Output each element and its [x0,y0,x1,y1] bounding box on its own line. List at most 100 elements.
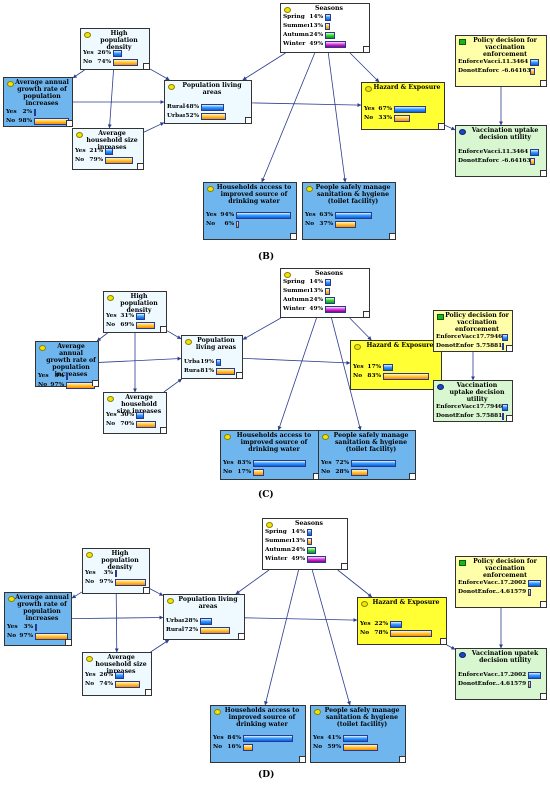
state-row[interactable]: EnforceVacci...11.3464 [456,148,546,157]
resize-corner-icon[interactable] [66,120,72,126]
resize-corner-icon[interactable] [363,311,369,317]
resize-corner-icon[interactable] [137,163,143,169]
state-row[interactable]: Rural81% [182,367,242,376]
node-agr[interactable]: Average annual growth rate of population… [4,592,72,646]
node-agr[interactable]: Average annual growth rate of population… [35,341,99,390]
resize-corner-icon[interactable] [440,638,446,644]
resize-corner-icon[interactable] [238,633,244,639]
resize-corner-icon[interactable] [363,46,369,52]
node-ahs[interactable]: Average household size inreasesYes21%No7… [72,128,144,170]
resize-corner-icon[interactable] [438,123,444,129]
node-pol[interactable]: Policy decision for vaccination enforcem… [455,556,547,608]
resize-corner-icon[interactable] [540,80,546,86]
resize-corner-icon[interactable] [506,415,512,421]
node-hhw[interactable]: Households access to improved source of … [203,182,297,240]
state-row[interactable]: DonotEnfor...4.61579 [456,588,546,597]
resize-corner-icon[interactable] [506,345,512,351]
resize-corner-icon[interactable] [399,756,405,762]
state-row[interactable]: DonotEnforc ...-6.64163 [456,67,546,76]
state-row[interactable]: DonotEnfor ...5.75881 [434,412,512,421]
resize-corner-icon[interactable] [236,372,242,378]
node-pla[interactable]: Population living areasUrban19%Rural81% [181,335,243,379]
state-row[interactable]: EnforceVacc...17.2002 [456,671,546,680]
resize-corner-icon[interactable] [540,601,546,607]
state-row[interactable]: Urban28% [164,617,244,626]
resize-corner-icon[interactable] [290,233,296,239]
resize-corner-icon[interactable] [145,689,151,695]
resize-corner-icon[interactable] [299,756,305,762]
state-row[interactable]: Urban52% [165,112,251,121]
resize-corner-icon[interactable] [540,693,546,699]
resize-corner-icon[interactable] [92,380,98,386]
state-row[interactable]: EnforceVacc ...17.7946 [434,403,512,412]
resize-corner-icon[interactable] [143,63,149,69]
node-san[interactable]: People safely manage sanitation & hygien… [302,182,396,240]
node-san[interactable]: People safely manage sanitation & hygien… [318,430,416,480]
state-row[interactable]: DonotEnfor...4.61579 [456,680,546,689]
resize-corner-icon[interactable] [313,473,319,479]
node-hhw[interactable]: Households access to improved source of … [210,705,306,763]
resize-corner-icon[interactable] [341,563,347,569]
state-row[interactable]: EnforceVacc...17.2002 [456,579,546,588]
node-pol[interactable]: Policy decision for vaccination enforcem… [433,310,513,352]
resize-corner-icon[interactable] [65,639,71,645]
resize-corner-icon[interactable] [540,170,546,176]
node-agr[interactable]: Average annual growth rate of population… [3,77,73,127]
resize-corner-icon[interactable] [245,117,251,123]
resize-corner-icon[interactable] [160,326,166,332]
